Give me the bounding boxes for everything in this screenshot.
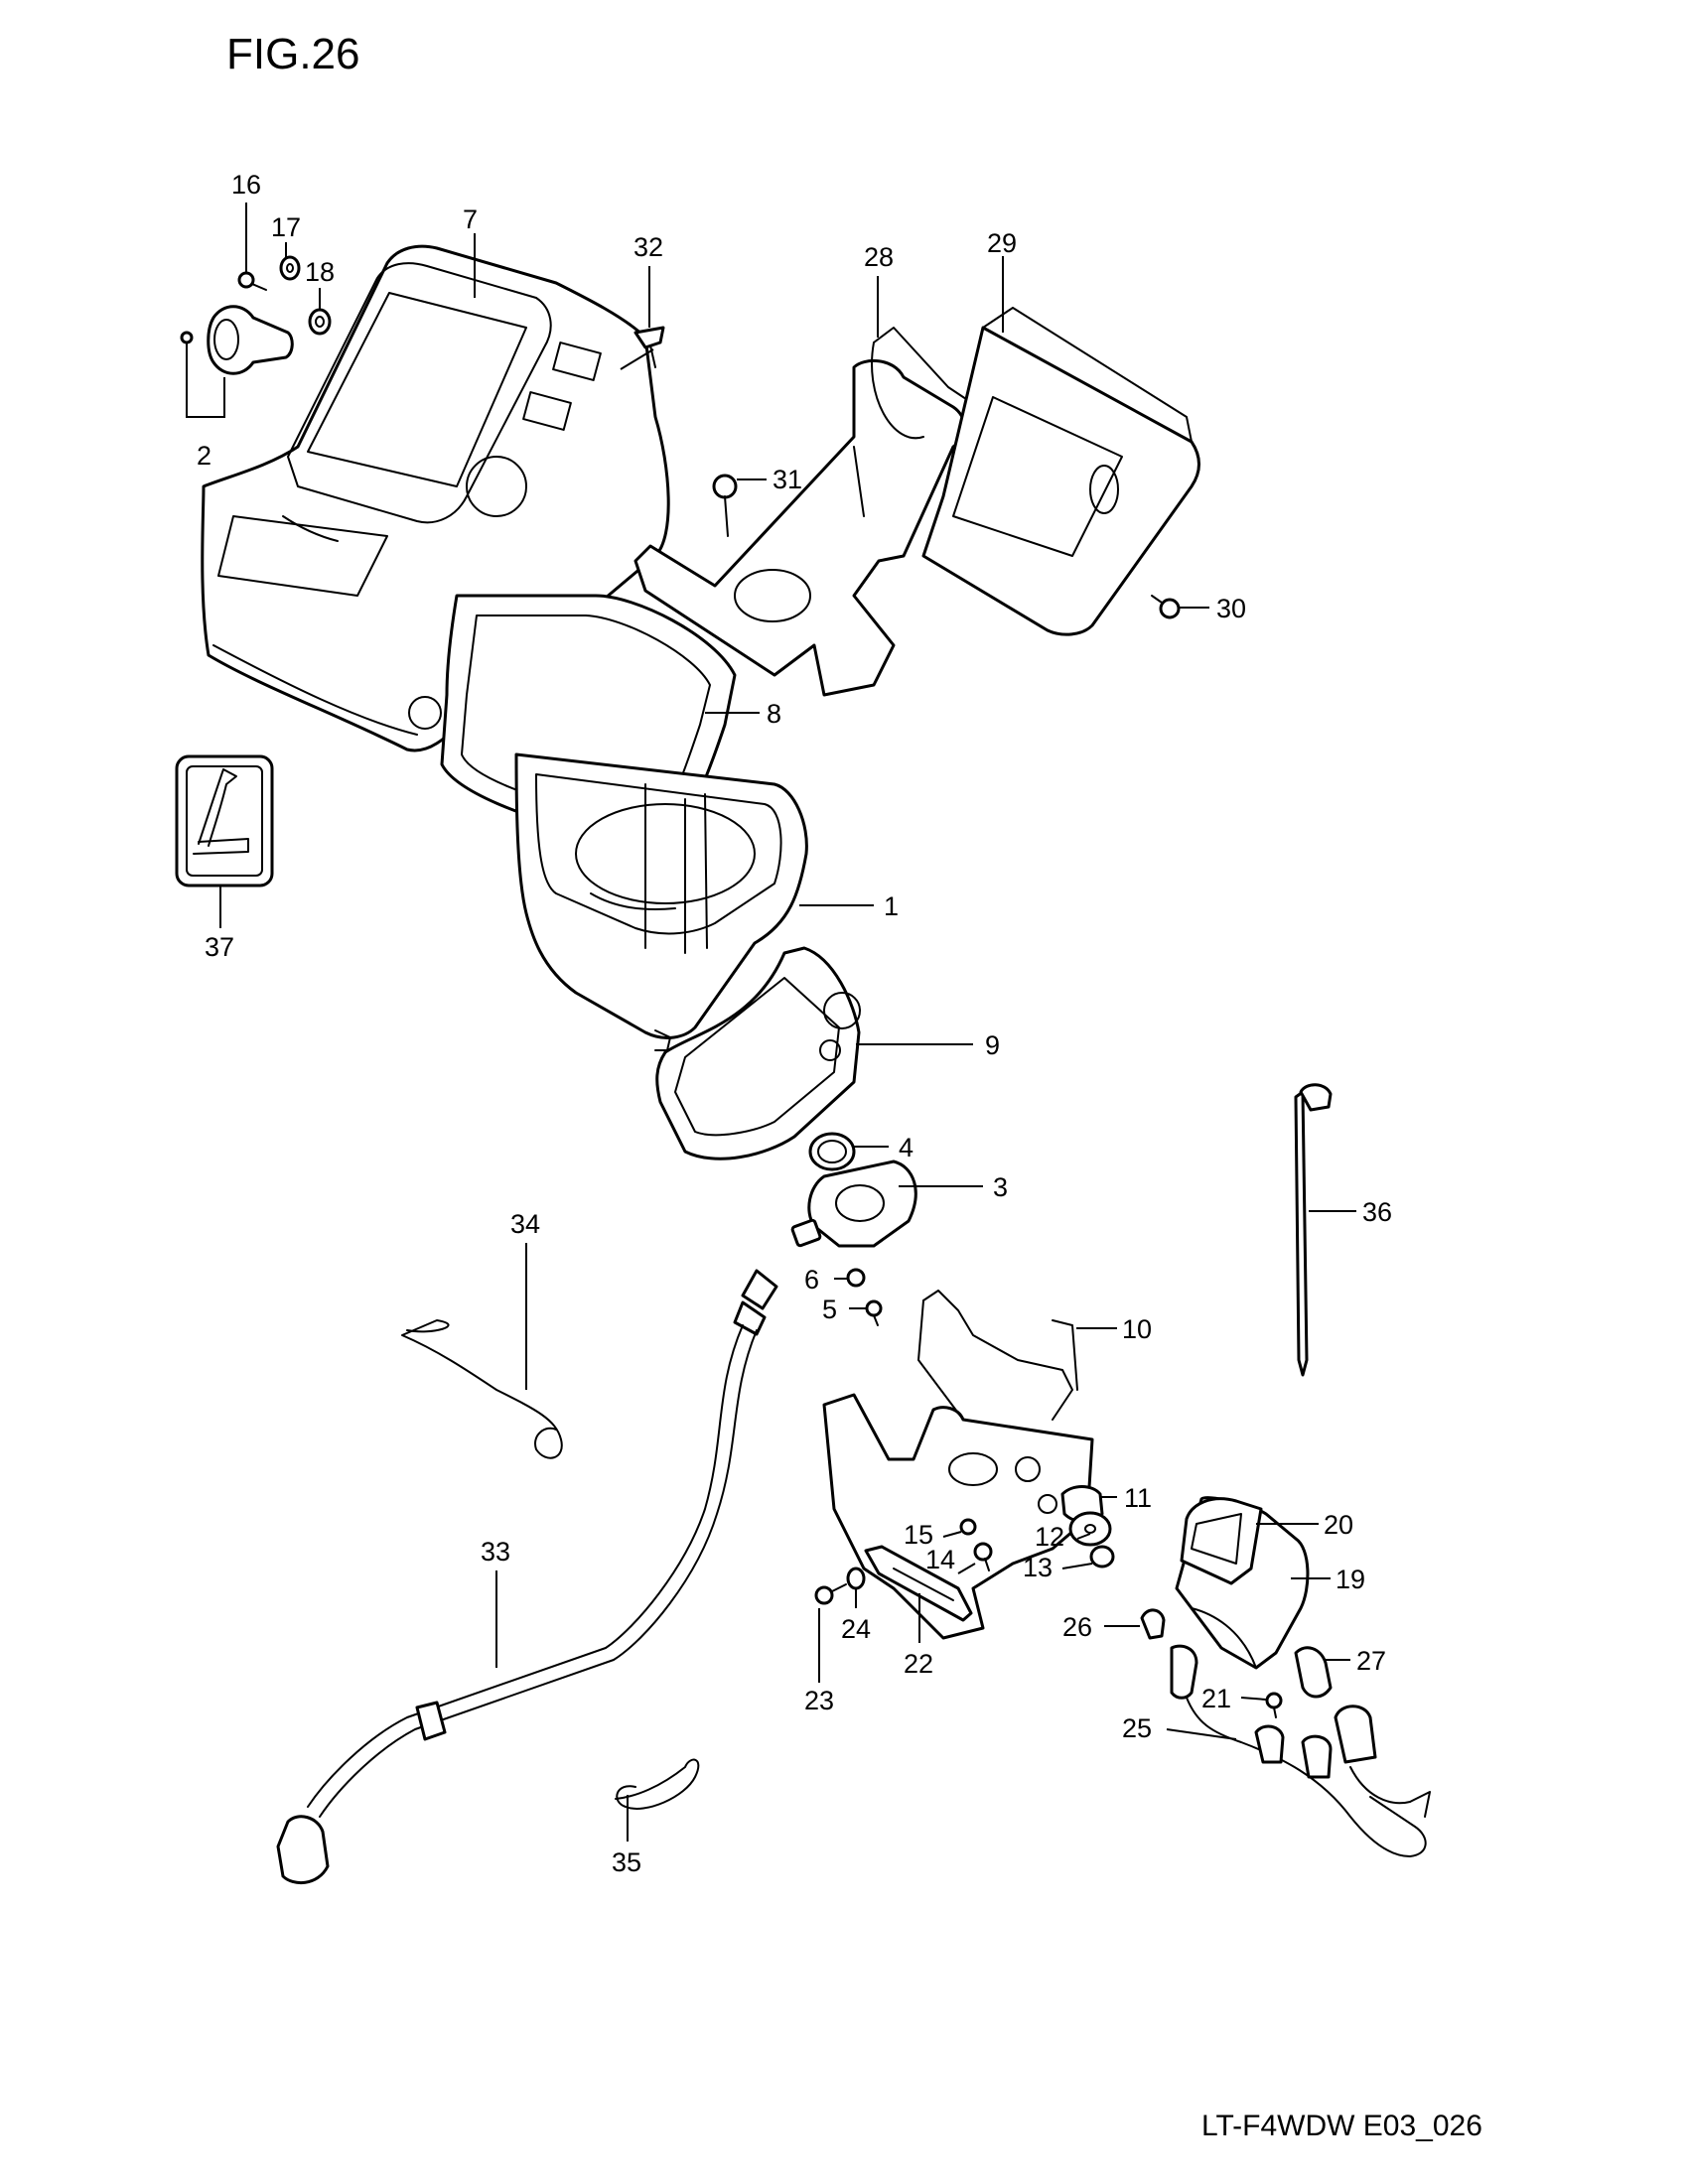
nut-6 bbox=[846, 1268, 866, 1288]
callout-11: 11 bbox=[1124, 1483, 1152, 1513]
washer-24 bbox=[846, 1567, 866, 1590]
label-plate bbox=[175, 754, 274, 887]
callout-20: 20 bbox=[1324, 1510, 1353, 1540]
callout-26: 26 bbox=[1062, 1612, 1092, 1642]
callout-35: 35 bbox=[612, 1847, 641, 1877]
screw-16 bbox=[237, 271, 267, 291]
callout-33: 33 bbox=[481, 1537, 510, 1567]
callout-12: 12 bbox=[1035, 1522, 1064, 1552]
callout-13: 13 bbox=[1023, 1553, 1053, 1582]
callout-37: 37 bbox=[205, 932, 234, 962]
callout-27: 27 bbox=[1356, 1646, 1386, 1676]
washer-15 bbox=[959, 1518, 977, 1536]
callout-18: 18 bbox=[305, 257, 335, 287]
callout-15: 15 bbox=[904, 1520, 933, 1550]
callout-28: 28 bbox=[864, 242, 894, 272]
callout-2: 2 bbox=[197, 441, 211, 471]
cable-clip-35 bbox=[615, 1758, 700, 1810]
speed-sensor bbox=[790, 1160, 917, 1248]
indicator-lens bbox=[1180, 1497, 1263, 1585]
grommet-13 bbox=[1089, 1545, 1115, 1569]
callout-21: 21 bbox=[1201, 1684, 1231, 1713]
cable-clip-34 bbox=[401, 1319, 563, 1459]
callout-4: 4 bbox=[899, 1133, 914, 1162]
callout-25: 25 bbox=[1122, 1713, 1152, 1743]
screw-30 bbox=[1151, 595, 1181, 619]
screw-31 bbox=[712, 474, 738, 537]
callout-30: 30 bbox=[1216, 594, 1246, 623]
callout-16: 16 bbox=[231, 170, 261, 200]
screw-23 bbox=[814, 1583, 847, 1605]
o-ring bbox=[808, 1132, 856, 1171]
callout-3: 3 bbox=[993, 1172, 1008, 1202]
callout-36: 36 bbox=[1362, 1197, 1392, 1227]
callout-24: 24 bbox=[841, 1614, 871, 1644]
callout-10: 10 bbox=[1122, 1314, 1152, 1344]
lamp-bracket bbox=[822, 1290, 1094, 1640]
cable-tie bbox=[1294, 1083, 1333, 1377]
washer-18 bbox=[308, 308, 332, 336]
callout-19: 19 bbox=[1336, 1565, 1365, 1594]
callout-32: 32 bbox=[633, 232, 663, 262]
callout-31: 31 bbox=[773, 465, 802, 494]
bolt-5 bbox=[865, 1299, 883, 1326]
meter-rear-cover bbox=[921, 307, 1200, 636]
speedometer-case bbox=[514, 752, 808, 1039]
callout-29: 29 bbox=[987, 228, 1017, 258]
callout-14: 14 bbox=[925, 1545, 955, 1574]
callout-6: 6 bbox=[804, 1265, 819, 1295]
bulb-27 bbox=[1294, 1646, 1333, 1699]
speedometer-cable bbox=[276, 1269, 778, 1885]
callout-17: 17 bbox=[271, 212, 301, 242]
callout-7: 7 bbox=[463, 205, 478, 234]
callout-1: 1 bbox=[884, 891, 899, 921]
figure-title: FIG.26 bbox=[226, 30, 360, 78]
washer-17 bbox=[279, 255, 301, 281]
stay-22 bbox=[864, 1545, 973, 1622]
callout-labels: 1 2 3 4 5 6 7 8 9 10 11 12 13 14 15 16 1… bbox=[197, 170, 1392, 1877]
meter-bracket bbox=[633, 327, 994, 697]
screw-21 bbox=[1265, 1692, 1283, 1718]
bulb-26 bbox=[1140, 1608, 1166, 1640]
callout-9: 9 bbox=[985, 1030, 1000, 1060]
grommet-12 bbox=[1068, 1511, 1112, 1547]
leader-lines bbox=[186, 203, 1356, 1842]
callout-34: 34 bbox=[510, 1209, 540, 1239]
reset-knob bbox=[180, 305, 294, 375]
screw-32 bbox=[633, 326, 665, 368]
wiring-harness bbox=[1170, 1644, 1431, 1857]
callout-23: 23 bbox=[804, 1686, 834, 1715]
speedometer-lower-case bbox=[654, 946, 861, 1160]
callout-22: 22 bbox=[904, 1649, 933, 1679]
callout-5: 5 bbox=[822, 1295, 837, 1324]
callout-8: 8 bbox=[767, 699, 781, 729]
footer-code: LT-F4WDW E03_026 bbox=[1201, 2110, 1482, 2142]
screw-14 bbox=[973, 1542, 993, 1571]
